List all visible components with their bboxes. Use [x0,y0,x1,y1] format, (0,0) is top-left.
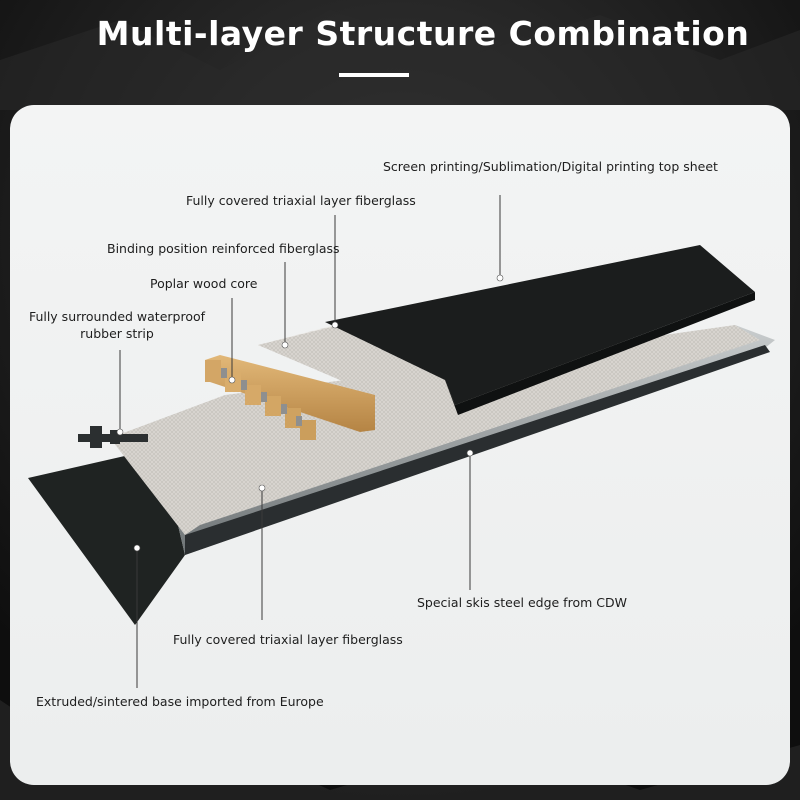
page-title: Multi-layer Structure Combination [96,14,750,53]
label-fiberglass-top: Fully covered triaxial layer fiberglass [186,193,416,208]
rubber-strip-profile [78,426,148,448]
leader-lines [119,195,501,688]
label-top-sheet: Screen printing/Sublimation/Digital prin… [383,159,718,174]
label-wood-core: Poplar wood core [150,276,258,291]
title-underline [339,73,409,77]
top-sheet-side [445,292,755,415]
label-rubber-strip: Fully surrounded waterproof rubber strip [28,309,206,341]
steel-edge-dark-strip [185,345,770,555]
label-binding-fiberglass: Binding position reinforced fiberglass [107,241,340,256]
label-steel-edge: Special skis steel edge from CDW [417,595,627,610]
base-layer [28,448,185,625]
label-fiberglass-bottom: Fully covered triaxial layer fiberglass [173,632,403,647]
label-base: Extruded/sintered base imported from Eur… [36,694,324,709]
wood-core-strips [205,355,375,440]
top-sheet-layer [325,245,755,405]
leader-dots [116,274,504,552]
bottom-fiberglass-layer [110,325,760,535]
